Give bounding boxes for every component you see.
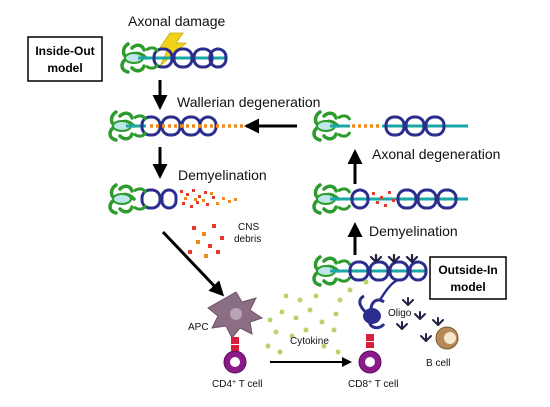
oligodendrocyte-cell [358, 278, 399, 330]
cd8-t-cell [358, 334, 382, 374]
cytokine-dots [265, 279, 369, 355]
cd8-t-cell-label: CD8+ T cell [348, 379, 398, 391]
inside-out-model-box: Inside-Out model [27, 36, 103, 82]
outside-in-subtitle: model [450, 280, 485, 294]
axonal-damage-label: Axonal damage [128, 13, 226, 29]
cd4-t-cell-label: CD4+ T cell [212, 379, 262, 391]
b-cell-label: B cell [426, 358, 450, 369]
arrow-demyelination-to-apc [161, 230, 225, 297]
nerve-fiber-axonal-degeneration [312, 110, 468, 142]
outside-in-model-box: Outside-In model [429, 256, 507, 300]
cd4-t-cell [223, 337, 247, 374]
wallerian-degeneration-label: Wallerian degeneration [177, 94, 320, 110]
cns-debris-label-line2: debris [234, 234, 261, 245]
nerve-fiber-demyelinated-right [312, 183, 468, 215]
cytokine-label: Cytokine [290, 336, 329, 347]
nerve-fiber-demyelinated-left [108, 183, 237, 215]
cns-debris-particles [188, 224, 224, 258]
nerve-fiber-outside-in-intact [312, 255, 428, 287]
nerve-fiber-wallerian [108, 110, 256, 142]
inside-out-subtitle: model [47, 61, 82, 75]
cns-debris-label-line1: CNS [238, 222, 259, 233]
apc-cell [207, 291, 264, 339]
demyelination-left-label: Demyelination [178, 167, 267, 183]
nerve-fiber-intact [120, 42, 228, 74]
outside-in-title: Outside-In [438, 263, 497, 277]
apc-label: APC [188, 322, 209, 333]
axonal-degeneration-label: Axonal degeneration [372, 146, 500, 162]
b-cell [435, 326, 459, 350]
inside-out-title: Inside-Out [35, 44, 94, 58]
antibody-icons-on-myelin [369, 253, 419, 264]
oligo-label: Oligo [388, 308, 412, 319]
demyelination-right-label: Demyelination [369, 223, 458, 239]
antibody-icons-free [396, 297, 444, 342]
